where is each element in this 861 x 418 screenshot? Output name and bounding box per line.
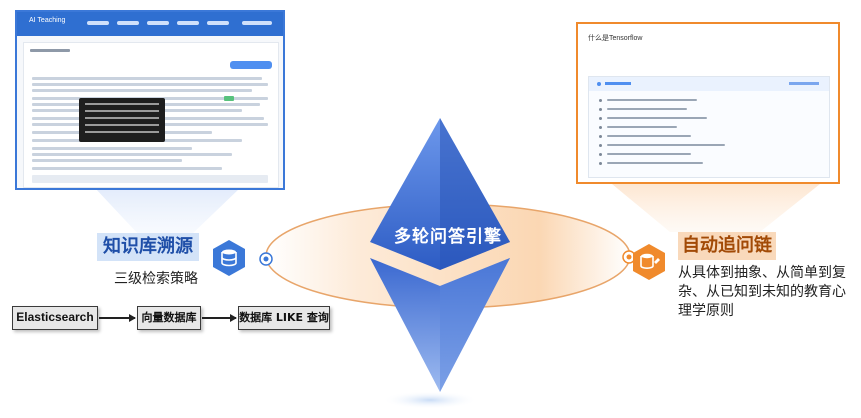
- follow-up-panel: [588, 76, 830, 178]
- crystal-shadow: [382, 391, 478, 409]
- step-vector-db: 向量数据库: [137, 306, 201, 330]
- step-like-query: 数据库 LIKE 查询: [238, 306, 330, 330]
- knowledge-tracing-title: 知识库溯源: [97, 233, 199, 261]
- follow-up-screenshot: 什么是Tensorflow: [576, 22, 840, 184]
- retrieval-strategy-text: 三级检索策略: [114, 271, 198, 287]
- screenshot-title: 什么是Tensorflow: [588, 35, 643, 42]
- auto-followup-title: 自动追问链: [678, 232, 776, 260]
- step-elasticsearch: Elasticsearch: [12, 306, 98, 330]
- database-icon: [213, 240, 245, 276]
- source-tooltip: [79, 98, 165, 142]
- principle-description: 从具体到抽象、从简单到复杂、从已知到未知的教育心理学原则: [678, 265, 846, 319]
- flow-arrow: [202, 314, 237, 321]
- app-brand: AI Teaching: [29, 17, 66, 24]
- knowledge-base-screenshot: AI Teaching: [15, 10, 285, 190]
- engine-label: 多轮问答引擎: [394, 227, 502, 247]
- flow-arrow: [99, 314, 136, 321]
- app-navbar: AI Teaching: [17, 12, 283, 36]
- database-edit-icon: [633, 244, 665, 280]
